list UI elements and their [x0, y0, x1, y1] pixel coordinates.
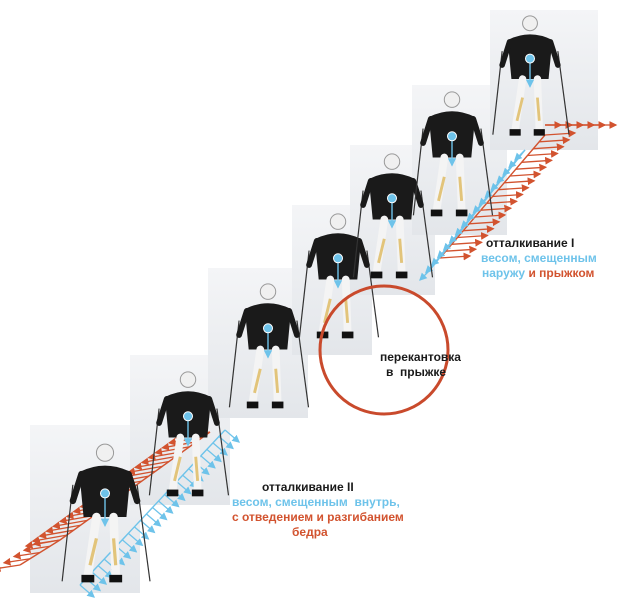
skier-figure	[352, 153, 434, 279]
skier-figure	[148, 371, 230, 497]
force-arrow-red	[515, 163, 548, 172]
force-arrow-red	[480, 204, 513, 213]
push1-line2-jump: и прыжком	[525, 266, 595, 280]
skier-boot	[109, 574, 123, 583]
force-arrow-blue	[127, 532, 144, 547]
skier-head	[383, 153, 401, 170]
center-of-mass-dot	[100, 488, 110, 499]
frame-7	[490, 10, 598, 150]
force-arrow-red	[533, 143, 565, 151]
skier-boot	[191, 489, 204, 497]
force-arrow-red	[451, 238, 483, 247]
push1-line2: наружу и прыжком	[482, 266, 620, 280]
force-arrow-red	[463, 225, 495, 233]
force-arrow-red	[457, 232, 489, 240]
force-arrow-red	[544, 129, 577, 138]
force-arrow-red	[32, 539, 61, 547]
skier-head	[522, 15, 538, 32]
push2-line1: весом, смещенным внутрь,	[232, 495, 400, 509]
center-of-mass-dot	[263, 323, 273, 334]
force-arrow-red	[445, 245, 478, 254]
force-arrow-blue	[158, 500, 174, 514]
force-arrow-blue	[164, 494, 180, 508]
force-arrow-blue	[176, 481, 192, 495]
skier-figure	[412, 91, 494, 217]
skier-boot	[166, 489, 179, 497]
force-arrow-red	[133, 460, 170, 471]
force-arrow-red-base	[19, 539, 61, 566]
force-arrow-blue	[79, 584, 95, 598]
force-arrow-red	[2, 557, 31, 566]
force-arrow-red	[0, 564, 21, 572]
push2-title: отталкивание II	[262, 480, 354, 494]
force-arrow-red	[527, 150, 559, 158]
force-arrow-red	[509, 170, 542, 179]
force-arrow-red	[474, 211, 507, 220]
push1-line1: весом, смещенным	[481, 251, 597, 265]
skier-head	[329, 213, 347, 230]
force-arrow-blue	[200, 455, 216, 469]
skier-boot	[271, 401, 284, 409]
force-arrow-red	[539, 136, 571, 145]
force-arrow-red	[498, 184, 530, 192]
force-arrow-red	[12, 551, 41, 560]
force-arrow-blue	[133, 526, 150, 540]
skier-figure	[492, 15, 570, 136]
skier-head	[443, 91, 461, 108]
skier-boot	[81, 574, 95, 583]
skier-boot	[533, 129, 545, 136]
highlight-circle	[318, 284, 450, 416]
push1-title: отталкивание I	[486, 236, 575, 250]
skier-figure	[61, 443, 151, 583]
skier-boot	[455, 209, 468, 217]
center-of-mass-dot	[183, 411, 193, 422]
force-arrow-blue	[146, 513, 162, 527]
force-arrow-blue	[224, 429, 240, 443]
skier-figure	[228, 283, 310, 409]
force-arrow-red	[486, 197, 518, 206]
force-arrow-blue-base	[429, 149, 526, 271]
skier-boot	[341, 331, 354, 339]
force-arrow-red	[126, 465, 163, 476]
edge-change-line2: в прыжке	[386, 365, 447, 379]
force-arrow-blue	[152, 507, 168, 521]
skier-boot	[246, 401, 259, 409]
force-arrow-red	[439, 252, 472, 261]
force-arrow-blue	[212, 442, 228, 456]
skier-figures	[61, 15, 570, 583]
force-arrow-blue	[206, 448, 222, 463]
skier-boot	[370, 271, 383, 279]
force-arrow-red	[469, 218, 501, 227]
skier-boot	[430, 209, 443, 217]
push2-line2: с отведением и разгибанием	[232, 510, 404, 524]
center-of-mass-dot	[525, 53, 535, 64]
force-arrow-blue	[91, 571, 108, 585]
force-arrow-red	[504, 177, 536, 186]
force-arrow-red	[140, 455, 177, 466]
force-arrow-blue	[419, 269, 431, 281]
push1-line2-outward: наружу	[482, 266, 526, 280]
force-arrow-red	[521, 156, 553, 165]
force-arrow-red	[154, 446, 190, 456]
force-arrow-red	[492, 191, 524, 199]
center-of-mass-dot	[447, 131, 457, 142]
edge-change-line1: перекантовка	[380, 350, 461, 364]
center-of-mass-dot	[387, 193, 397, 204]
skier-head	[95, 443, 115, 462]
force-arrow-red	[22, 545, 51, 554]
force-arrow-blue	[121, 539, 138, 553]
force-arrow-blue-base	[79, 429, 226, 586]
skier-boot	[509, 129, 521, 136]
push2-line3: бедра	[292, 525, 328, 539]
skier-boot	[395, 271, 408, 279]
force-arrow-red	[51, 519, 88, 530]
skier-head	[259, 283, 277, 300]
skier-head	[179, 371, 197, 388]
force-arrow-red	[45, 524, 81, 534]
center-of-mass-dot	[333, 253, 343, 264]
